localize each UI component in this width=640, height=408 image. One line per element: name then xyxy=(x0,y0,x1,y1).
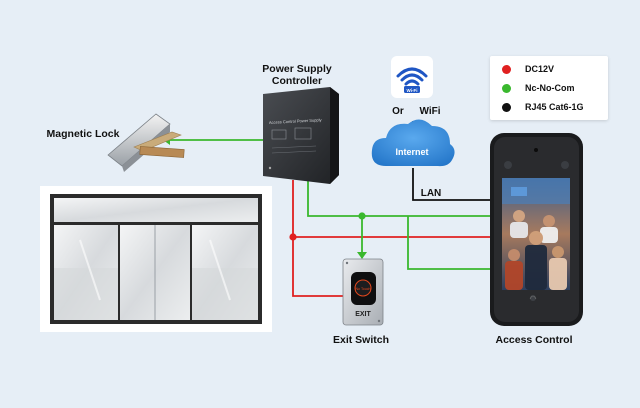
power-supply-box: Access Control Power Supply xyxy=(263,87,339,184)
legend-item-dc12v: DC12V xyxy=(502,62,554,76)
access-control-terminal xyxy=(490,133,583,326)
exit-button-top-text: No Touch xyxy=(355,287,370,291)
signal-wire-main xyxy=(307,180,490,217)
legend: DC12V Nc-No-Com RJ45 Cat6-1G xyxy=(490,56,608,120)
green-junction xyxy=(358,212,366,220)
or-label: Or xyxy=(392,106,404,117)
wifi-signal-icon: Wi-Fi xyxy=(391,56,433,98)
lan-label: LAN xyxy=(421,188,442,199)
legend-label: Nc-No-Com xyxy=(525,83,575,93)
green-arrow-exit xyxy=(357,252,367,259)
legend-label: DC12V xyxy=(525,64,555,74)
green-wires xyxy=(165,139,490,270)
access-control-label: Access Control xyxy=(495,334,572,346)
red-wires xyxy=(292,180,490,297)
glass-door xyxy=(40,186,272,332)
power-supply-label-line2: Controller xyxy=(272,75,322,87)
exit-button-bottom-text: EXIT xyxy=(355,311,371,318)
wifi-badge-text: Wi-Fi xyxy=(407,88,418,93)
magnetic-lock-device xyxy=(107,113,185,172)
exit-switch-device: No Touch EXIT xyxy=(342,258,384,326)
legend-item-nc-no-com: Nc-No-Com xyxy=(502,81,575,95)
power-supply-label-line1: Power Supply xyxy=(262,63,332,75)
internet-cloud: Internet xyxy=(371,119,455,167)
legend-item-rj45: RJ45 Cat6-1G xyxy=(502,100,584,114)
legend-label: RJ45 Cat6-1G xyxy=(525,102,584,112)
power-box-title: Access Control Power Supply xyxy=(269,117,322,125)
signal-wire-lower xyxy=(407,216,490,270)
legend-dot xyxy=(502,83,511,93)
red-junction xyxy=(289,233,297,241)
legend-dot xyxy=(502,102,511,112)
wifi-label: WiFi xyxy=(419,106,440,117)
internet-label: Internet xyxy=(395,147,428,157)
legend-dot xyxy=(502,64,511,74)
dc12v-wire-main xyxy=(292,180,343,297)
magnetic-lock-label: Magnetic Lock xyxy=(47,128,120,140)
exit-switch-label: Exit Switch xyxy=(333,334,389,346)
